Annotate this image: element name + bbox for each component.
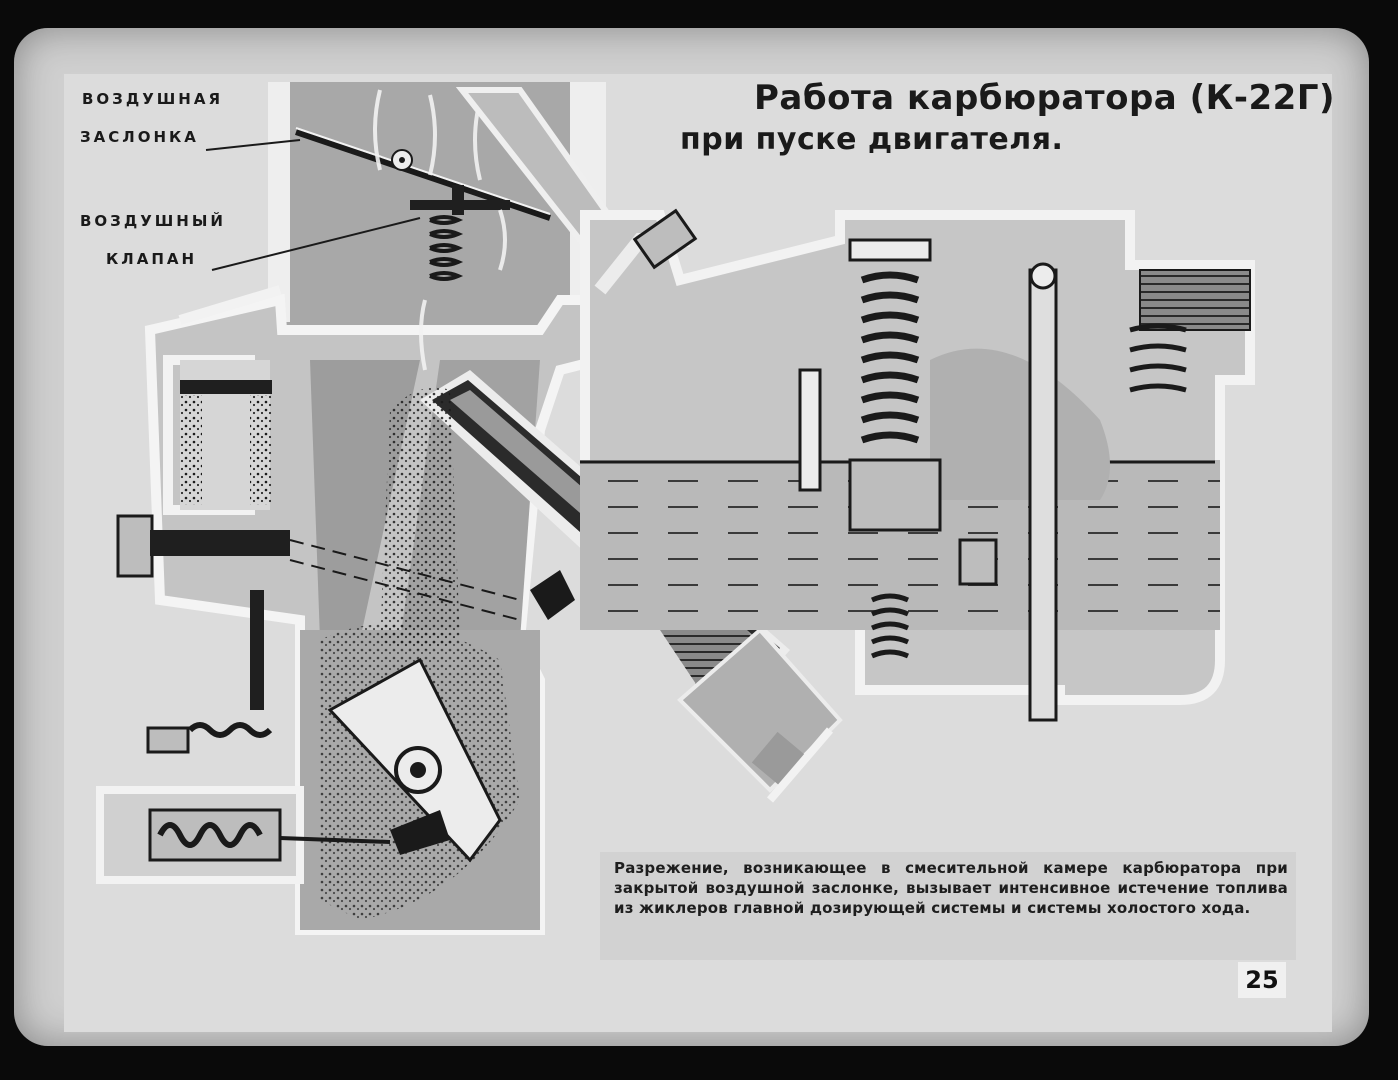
- title-line2: при пуске двигателя.: [680, 122, 1064, 157]
- caption-text: Разрежение, возникающее в смесительной к…: [614, 859, 1288, 917]
- idle-system: [96, 514, 391, 884]
- idle-jet-screw: [116, 514, 154, 578]
- float-chamber: [580, 208, 1255, 722]
- caption-box: Разрежение, возникающее в смесительной к…: [600, 852, 1296, 960]
- air-choke-leader: [205, 139, 301, 151]
- diagram-title: Работа карбюратора (К-22Г) при пуске дви…: [676, 72, 1335, 172]
- title-line1: Работа карбюратора (К-22Г): [754, 78, 1336, 118]
- throttle-rod: [1028, 268, 1058, 722]
- air-valve: [410, 185, 510, 281]
- throttle-valve: [327, 657, 502, 863]
- mixture-screw: [146, 726, 190, 754]
- page-number: 25: [1238, 962, 1286, 998]
- fuel-inlet-fitting: [1139, 269, 1251, 331]
- air-valve-label-line1: ВОЗДУШНЫЙ: [80, 212, 226, 230]
- air-valve-leader: [211, 217, 421, 271]
- air-valve-label-line2: КЛАПАН: [106, 250, 198, 268]
- air-choke-label-line1: ВОЗДУШНАЯ: [82, 90, 224, 108]
- economizer-spring: [860, 271, 920, 444]
- air-choke-label-line2: ЗАСЛОНКА: [80, 128, 199, 146]
- float: [930, 348, 1110, 500]
- needle-valve: [798, 368, 822, 492]
